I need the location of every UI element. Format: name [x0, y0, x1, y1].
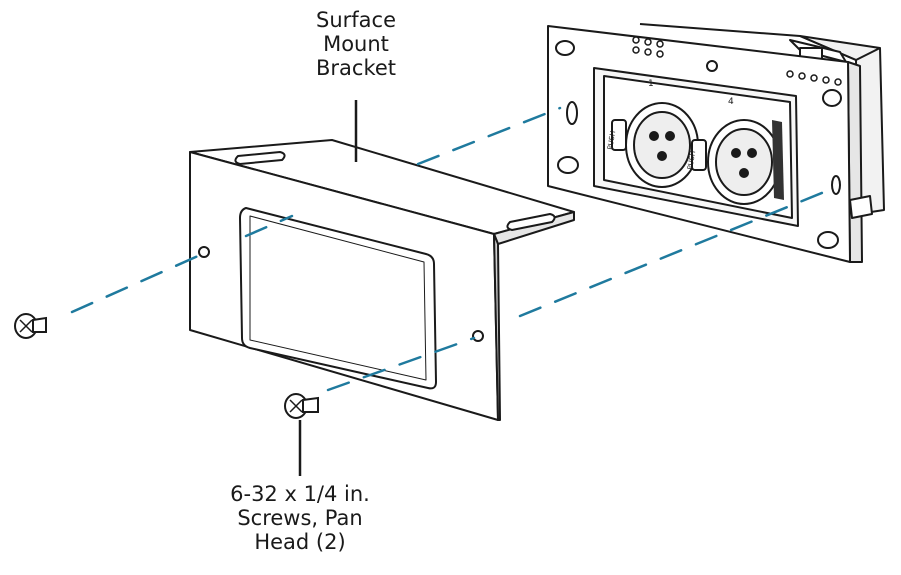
callout-leaders	[298, 100, 358, 476]
wall-plate-device	[547, 23, 885, 263]
port-label-4: 4	[728, 97, 734, 107]
callout-line: Head (2)	[254, 530, 346, 554]
screw-icon	[14, 313, 47, 339]
surface-mount-bracket	[189, 139, 575, 421]
push-label: PUSH	[686, 150, 697, 170]
callout-line: Mount	[323, 32, 389, 56]
callout-screws: 6-32 x 1/4 in. Screws, Pan Head (2)	[210, 482, 390, 554]
screw-icon	[284, 393, 319, 419]
alignment-leaders	[70, 106, 836, 392]
callout-line: 6-32 x 1/4 in.	[230, 482, 370, 506]
callout-line: Bracket	[315, 56, 397, 80]
xlr-connector-icon	[691, 119, 781, 205]
callout-surface-mount-bracket: Surface Mount Bracket	[286, 8, 426, 80]
port-label-1: 1	[648, 79, 654, 89]
callout-line: Screws, Pan	[237, 506, 363, 530]
push-label: PUSH	[606, 130, 617, 150]
callout-line: Surface	[315, 8, 396, 32]
